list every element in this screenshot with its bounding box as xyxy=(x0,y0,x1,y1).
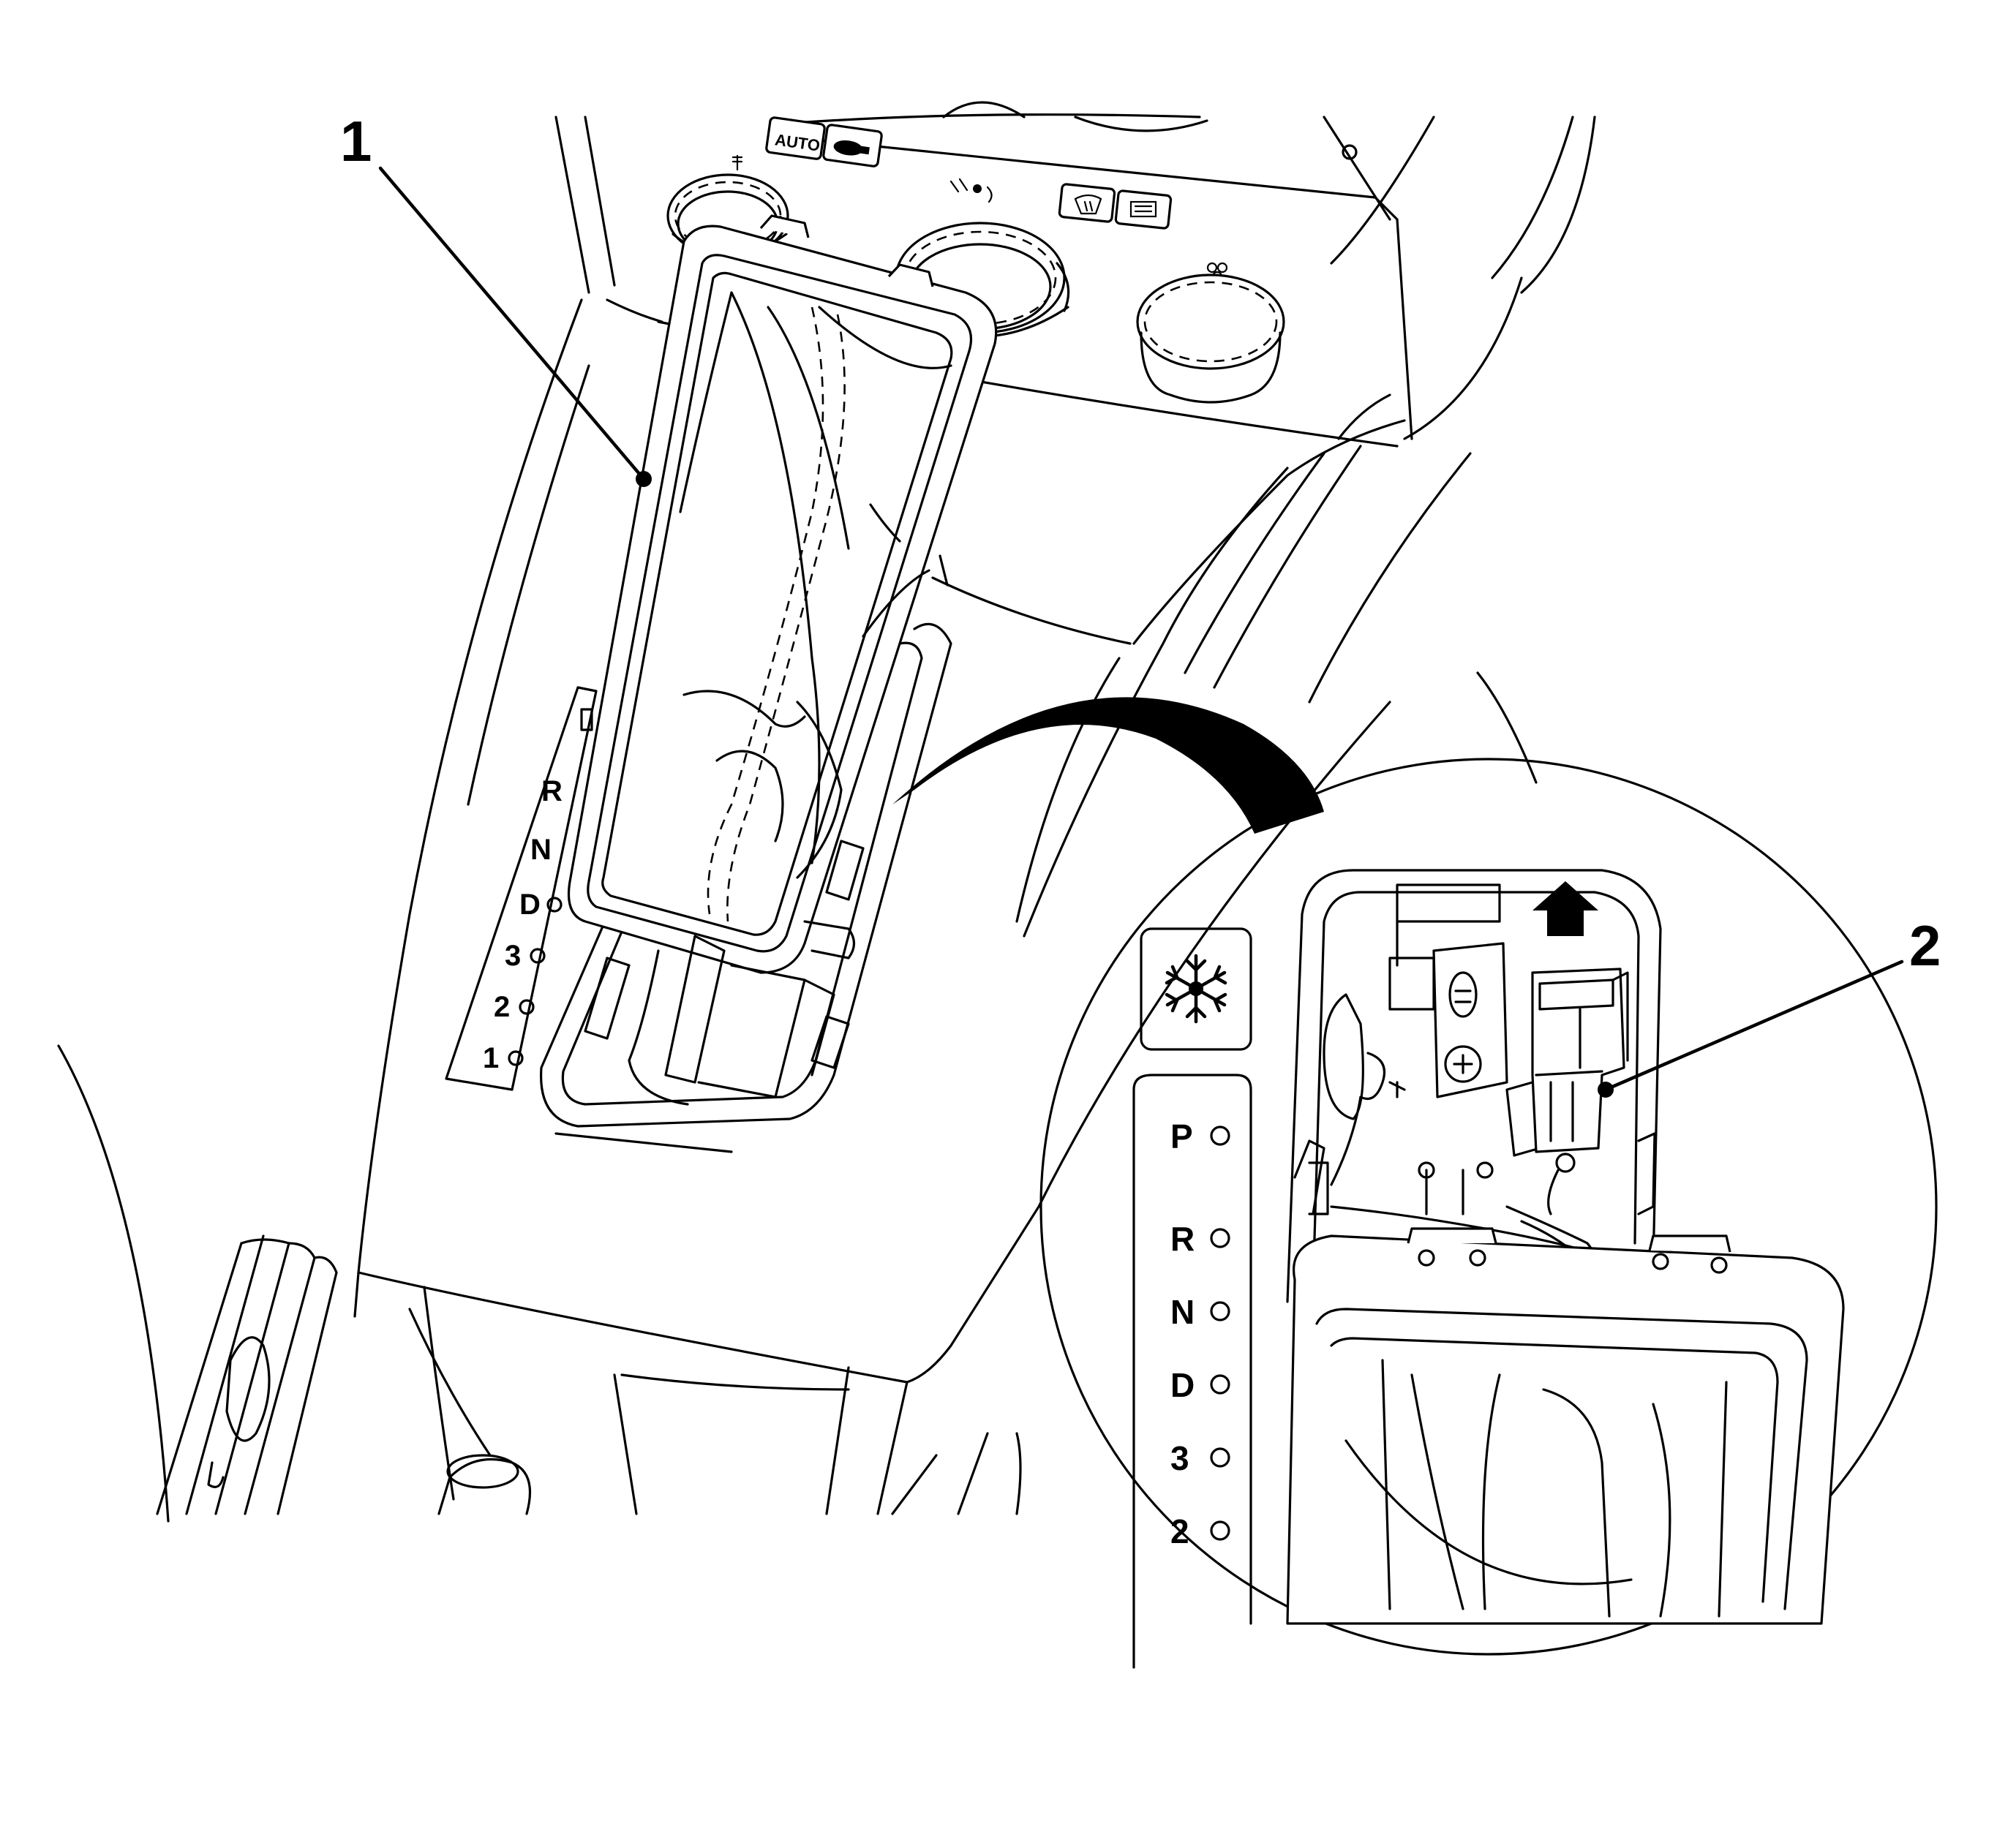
gear-label-main-1: 1 xyxy=(483,1042,499,1074)
callout-2: 2 xyxy=(1598,913,1941,1098)
hvac-panel: AUTO xyxy=(554,101,1413,448)
gear-label-detail-3: 3 xyxy=(1170,1439,1189,1477)
center-console xyxy=(353,116,1596,1515)
gear-label-detail-n: N xyxy=(1170,1293,1195,1331)
panel-screw xyxy=(1342,144,1358,160)
gear-label-main-2: 2 xyxy=(494,991,510,1023)
arrow-up-icon xyxy=(1532,881,1598,936)
detail-pointer xyxy=(892,697,1324,834)
recirculation-icon xyxy=(833,140,870,156)
gear-label-detail-r: R xyxy=(1170,1220,1195,1258)
temperature-icon xyxy=(731,154,743,171)
shifter-slot xyxy=(539,622,952,1153)
callout-1-dot xyxy=(636,471,652,487)
shifter-mechanism xyxy=(584,840,865,1106)
gear-label-detail-2: 2 xyxy=(1170,1512,1189,1550)
gear-label-main-r: R xyxy=(541,775,563,807)
gear-label-detail-d: D xyxy=(1170,1366,1195,1404)
shifter-bezel-detail xyxy=(1286,1227,1845,1625)
front-defrost-button xyxy=(1058,183,1116,223)
rear-defrost-button xyxy=(1114,189,1173,230)
snowflake-icon xyxy=(1165,954,1227,1024)
rear-defrost-icon xyxy=(1129,200,1157,218)
callout-1-label: 1 xyxy=(340,109,372,173)
gear-label-detail-p: P xyxy=(1170,1117,1193,1155)
shifter-opening xyxy=(1286,869,1662,1303)
shift-boot-bezel xyxy=(567,214,998,974)
fan-knob xyxy=(1136,262,1285,404)
recirculation-button xyxy=(822,124,883,167)
air-distribution-icon xyxy=(949,178,993,203)
callout-2-dot xyxy=(1598,1082,1614,1098)
callout-1: 1 xyxy=(340,109,652,487)
gear-label-main-3: 3 xyxy=(505,940,521,972)
shift-lock-solenoid xyxy=(1531,968,1629,1153)
front-defrost-icon xyxy=(1074,194,1102,215)
seat xyxy=(57,1044,338,1523)
callout-1-leader xyxy=(378,166,646,481)
gear-label-main-d: D xyxy=(519,889,541,921)
gear-label-main-n: N xyxy=(530,834,552,866)
shift-indicator-detail: P R N D 3 2 xyxy=(1132,1074,1252,1669)
detail-view: P R N D 3 2 xyxy=(1039,758,1938,1669)
callout-2-leader xyxy=(1603,959,1904,1092)
cup-holder xyxy=(437,1454,532,1515)
callout-2-label: 2 xyxy=(1909,913,1941,978)
detail-circle xyxy=(1039,758,1938,1656)
shift-indicator-main: R N D 3 2 1 xyxy=(445,686,598,1091)
ac-button xyxy=(1140,927,1252,1051)
auto-button: AUTO xyxy=(765,116,826,160)
